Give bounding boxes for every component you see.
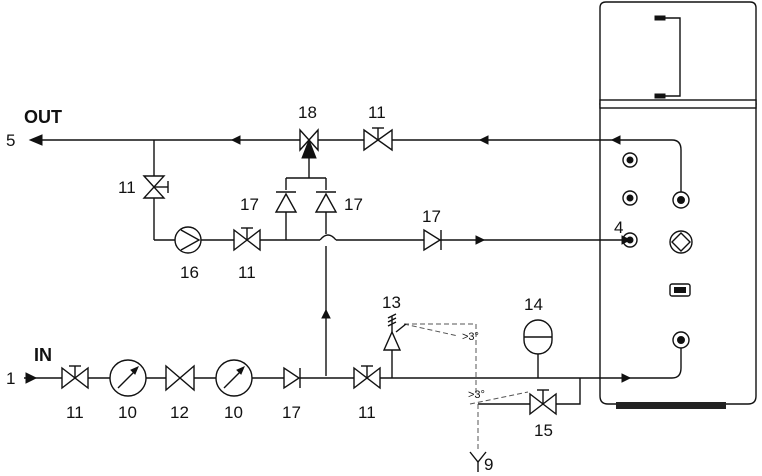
shutoff-valve-11-top[interactable]	[363, 127, 393, 152]
mixing-valve-18[interactable]	[299, 128, 319, 159]
label-14: 14	[524, 295, 543, 314]
label-13: 13	[382, 293, 401, 312]
label-15: 15	[534, 421, 553, 440]
label-17-d: 17	[282, 403, 301, 422]
drain-valve-15[interactable]	[529, 389, 557, 416]
label-17-a: 17	[240, 195, 259, 214]
label-11-left: 11	[118, 178, 136, 197]
label-17-c: 17	[422, 207, 441, 226]
out-arrow-icon	[28, 134, 43, 146]
shutoff-valve-11-inlet[interactable]	[61, 365, 89, 390]
circulation-pump-16[interactable]	[174, 226, 202, 254]
flow-arrow-icon	[621, 373, 632, 383]
shutoff-valve-11-left[interactable]	[142, 175, 169, 199]
water-heater-tank	[599, 1, 757, 409]
label-10-a: 10	[118, 403, 137, 422]
label-10-b: 10	[224, 403, 243, 422]
label-16: 16	[180, 263, 199, 282]
check-valve-17-b[interactable]	[314, 191, 338, 213]
label-17-b: 17	[344, 195, 363, 214]
flow-arrow-icon	[321, 308, 331, 319]
drain-lines	[403, 323, 529, 472]
in-label: IN	[34, 345, 52, 365]
safety-valve-13[interactable]	[382, 313, 407, 351]
check-valve-17-a[interactable]	[274, 191, 298, 213]
out-label: OUT	[24, 107, 62, 127]
expansion-vessel-14	[523, 319, 553, 355]
flow-arrows	[25, 134, 632, 384]
point-1-label: 1	[6, 369, 15, 388]
flow-arrow-icon	[230, 135, 241, 145]
check-valve-17-c[interactable]	[423, 228, 442, 252]
point-5-label: 5	[6, 131, 15, 150]
pressure-gauge-10-b	[215, 359, 253, 397]
point-9-label: 9	[484, 455, 493, 474]
label-11-top: 11	[368, 103, 386, 122]
flow-arrow-icon	[478, 135, 489, 145]
label-11-bottom-2: 11	[358, 403, 376, 422]
shutoff-valve-11-inlet-2[interactable]	[353, 365, 381, 390]
pressure-reducer-12[interactable]	[165, 364, 195, 392]
label-18: 18	[298, 103, 317, 122]
point-4-label: 4	[614, 218, 623, 237]
shutoff-valve-11-pump[interactable]	[233, 227, 261, 252]
angle-label-2: >3°	[468, 389, 485, 401]
angle-label-1: >3°	[462, 331, 479, 343]
check-valve-17-d[interactable]	[283, 366, 301, 390]
label-11-bottom-1: 11	[66, 403, 84, 422]
label-12: 12	[170, 403, 189, 422]
label-11-pump: 11	[238, 263, 256, 282]
pressure-gauge-10-a	[109, 359, 147, 397]
flow-arrow-icon	[610, 135, 621, 145]
flow-arrow-icon	[475, 235, 486, 245]
in-arrow-icon	[25, 372, 38, 384]
flow-arrow-icon	[621, 235, 632, 245]
